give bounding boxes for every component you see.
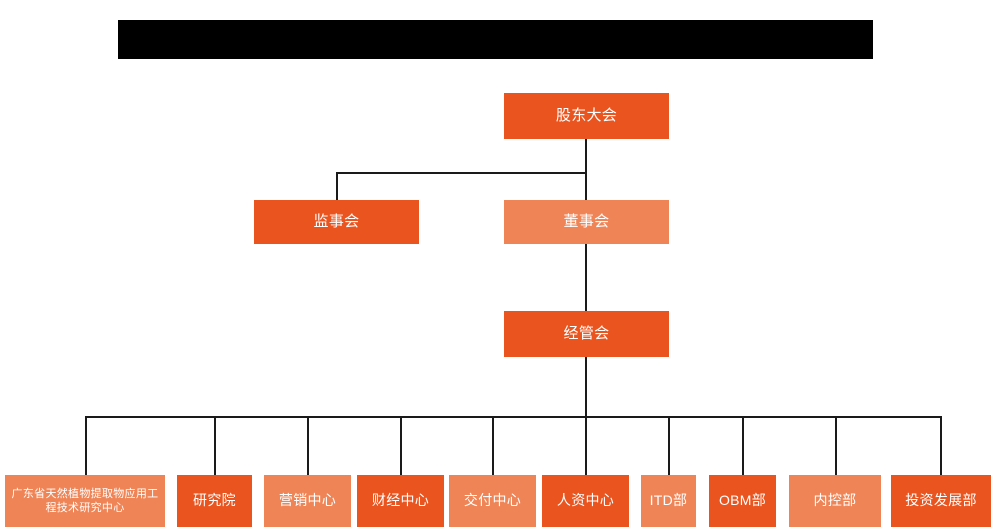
node-supervisors[interactable]: 监事会 (254, 200, 419, 244)
node-hr-center-label: 人资中心 (556, 492, 615, 509)
node-delivery-center-label: 交付中心 (463, 492, 522, 509)
node-delivery-center[interactable]: 交付中心 (449, 475, 536, 527)
node-finance-center-label: 财经中心 (371, 492, 430, 509)
connector-drop-investment-development-department (940, 416, 942, 475)
connector-drop-marketing-center (307, 416, 309, 475)
node-investment-development-department-label: 投资发展部 (905, 492, 977, 509)
node-internal-control-department-label: 内控部 (813, 492, 857, 509)
node-management-committee[interactable]: 经管会 (504, 311, 669, 357)
node-itd-department[interactable]: ITD部 (641, 475, 696, 527)
node-investment-development-department[interactable]: 投资发展部 (891, 475, 991, 527)
node-directors-label: 董事会 (563, 213, 610, 231)
node-marketing-center-label: 营销中心 (278, 492, 337, 509)
node-internal-control-department[interactable]: 内控部 (789, 475, 881, 527)
node-obm-department-label: OBM部 (718, 492, 767, 509)
connector-drop-obm-department (742, 416, 744, 475)
node-research-institute-label: 研究院 (193, 492, 236, 509)
connector-drop-internal-control-department (835, 416, 837, 475)
connector-supervisors-drop (336, 172, 338, 200)
node-obm-department[interactable]: OBM部 (709, 475, 776, 527)
node-shareholders[interactable]: 股东大会 (504, 93, 669, 139)
node-shareholders-label: 股东大会 (555, 107, 618, 125)
connector-drop-research-institute (214, 416, 216, 475)
connector-drop-itd-department (668, 416, 670, 475)
node-guangdong-research-center[interactable]: 广东省天然植物提取物应用工程技术研究中心 (5, 475, 165, 527)
node-directors[interactable]: 董事会 (504, 200, 669, 244)
connector-level2-bus (336, 172, 587, 174)
node-guangdong-research-center-label: 广东省天然植物提取物应用工程技术研究中心 (11, 487, 159, 514)
connector-drop-finance-center (400, 416, 402, 475)
connector-directors-to-management (585, 243, 587, 311)
node-itd-department-label: ITD部 (649, 492, 688, 509)
connector-directors-drop (585, 172, 587, 200)
node-hr-center[interactable]: 人资中心 (542, 475, 629, 527)
connector-management-to-level4 (585, 357, 587, 417)
connector-drop-guangdong-research-center (85, 416, 87, 475)
connector-level4-bus (85, 416, 941, 418)
node-finance-center[interactable]: 财经中心 (357, 475, 444, 527)
connector-drop-hr-center (585, 416, 587, 475)
node-management-committee-label: 经管会 (563, 325, 610, 343)
node-research-institute[interactable]: 研究院 (177, 475, 252, 527)
connector-drop-delivery-center (492, 416, 494, 475)
redacted-title-banner (118, 20, 873, 59)
connector-shareholders-down (585, 139, 587, 173)
node-supervisors-label: 监事会 (313, 213, 360, 231)
node-marketing-center[interactable]: 营销中心 (264, 475, 351, 527)
